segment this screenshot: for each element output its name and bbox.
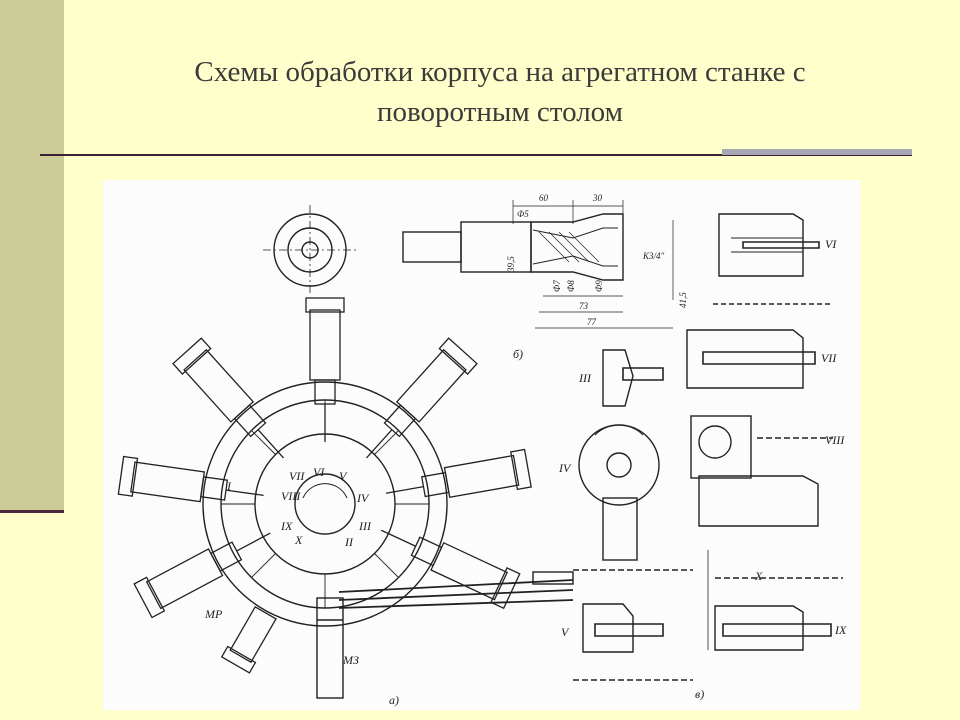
drawing-canvas xyxy=(117,200,843,699)
station-label-vi: VI xyxy=(313,465,325,479)
technical-drawing: а) б) в) VI V IV III II X IX VIII VII I … xyxy=(103,180,860,710)
slide-title-line1: Схемы обработки корпуса на агрегатном ст… xyxy=(194,56,806,88)
dim-60: 60 xyxy=(539,193,548,203)
label-sub-b: б) xyxy=(513,347,524,361)
station-label-ix: IX xyxy=(281,519,293,533)
dim-77: 77 xyxy=(587,317,596,327)
station-label-iii: III xyxy=(359,519,371,533)
machine-base xyxy=(316,571,574,699)
station-label-ii: II xyxy=(345,535,353,549)
title-underline-accent xyxy=(722,149,912,155)
dim-phi9: Ф9 xyxy=(594,280,604,292)
view-label-iv: IV xyxy=(559,461,571,475)
left-band-rule xyxy=(0,510,64,513)
view-label-iii: III xyxy=(579,371,591,385)
view-label-vii: VII xyxy=(821,351,837,365)
station-label-vii: VII xyxy=(289,469,305,483)
station-label-i: I xyxy=(227,479,231,493)
dim-phi8: Ф8 xyxy=(566,280,576,292)
view-label-ix: IX xyxy=(835,623,847,637)
label-mz: МЗ xyxy=(343,653,359,667)
view-label-vi: VI xyxy=(825,237,837,251)
label-mr: МР xyxy=(205,607,223,621)
view-label-v: V xyxy=(561,625,569,639)
dim-73: 73 xyxy=(579,301,588,311)
label-sub-c: в) xyxy=(695,687,705,701)
dim-k34: K3/4" xyxy=(643,251,665,261)
station-label-iv: IV xyxy=(357,491,369,505)
slide-title: Схемы обработки корпуса на агрегатном ст… xyxy=(90,52,910,132)
dim-phi5: Ф5 xyxy=(517,209,529,219)
title-underline xyxy=(40,154,912,156)
station-label-viii: VIII xyxy=(281,489,301,503)
view-label-x: X xyxy=(755,569,763,583)
slide-title-line2: поворотным столом xyxy=(377,96,623,128)
station-label-v: V xyxy=(339,469,347,483)
face-view-top xyxy=(263,205,357,295)
operation-views xyxy=(573,213,843,681)
part-section-b xyxy=(402,200,674,329)
dim-41-5: 41,5 xyxy=(678,292,688,308)
station-label-x: X xyxy=(295,533,303,547)
label-sub-a: а) xyxy=(389,693,399,707)
dim-phi7: Ф7 xyxy=(552,280,562,292)
dim-39-5: 39,5 xyxy=(506,256,516,272)
spindle-heads xyxy=(117,297,532,674)
left-decorative-band xyxy=(0,0,64,512)
dim-30: 30 xyxy=(593,193,602,203)
view-label-viii: VIII xyxy=(825,433,845,447)
